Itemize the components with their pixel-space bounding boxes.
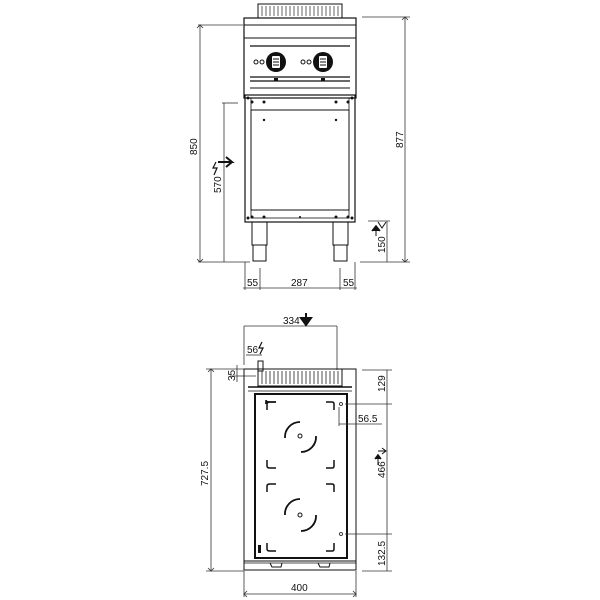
dim-text-132-5: 132.5 [377, 541, 388, 566]
top-grille [257, 368, 343, 387]
dim-text-56-5: 56.5 [358, 414, 378, 425]
dimension-850: 850 [189, 24, 250, 263]
front-view: 850 570 877 150 [189, 3, 410, 290]
dim-text-877: 877 [395, 131, 406, 148]
dim-text-570: 570 [213, 176, 224, 193]
dim-text-56: 56 [247, 345, 259, 356]
dimension-400: 400 [243, 571, 357, 598]
dimension-leg-spacing: 55 287 55 [243, 262, 357, 290]
cooking-zone-front [266, 483, 335, 552]
ceramic-glass-top [254, 393, 348, 559]
open-stand-frame [244, 94, 356, 223]
dimension-466: 466 [345, 404, 392, 535]
dim-text-727-5: 727.5 [200, 461, 211, 486]
top-view: 334 56 35 [200, 313, 392, 598]
legs [251, 221, 349, 262]
dimension-129: 129 [345, 369, 392, 405]
dim-text-55-left: 55 [247, 278, 259, 289]
knob-right [300, 52, 333, 81]
arrow-right-icon [218, 156, 235, 168]
dim-text-850: 850 [189, 138, 200, 155]
dimension-35: 35 [227, 365, 256, 382]
dimension-877: 877 [360, 16, 410, 263]
dimension-150: 150 [368, 220, 390, 262]
dimension-56: 56 [246, 341, 264, 372]
dim-text-129: 129 [377, 375, 388, 392]
dim-text-35: 35 [227, 369, 238, 381]
dim-text-55-right: 55 [343, 278, 355, 289]
dim-text-466: 466 [377, 461, 388, 478]
arrow-down-icon [299, 313, 313, 327]
indicator-light [258, 545, 261, 553]
dim-text-334: 334 [283, 316, 300, 327]
knob-left [253, 52, 286, 81]
dimension-334: 334 [243, 313, 338, 370]
dim-text-150: 150 [377, 236, 388, 253]
arrow-right-icon [378, 447, 387, 455]
rear-grille [257, 3, 343, 19]
dimension-132-5: 132.5 [362, 534, 392, 572]
dimension-56-5: 56.5 [338, 407, 382, 426]
top-outer-body [243, 368, 357, 571]
dimension-570: 570 [212, 102, 238, 262]
cooking-zone-rear [265, 399, 335, 469]
lightning-bolt-icon [212, 161, 218, 176]
electrical-inlet [257, 360, 264, 372]
arrow-down-icon [377, 221, 387, 229]
control-panel-body [243, 17, 357, 99]
dim-text-287: 287 [291, 278, 308, 289]
dimension-727-5: 727.5 [200, 368, 244, 572]
dim-text-400: 400 [291, 583, 308, 594]
lightning-bolt-icon [258, 341, 264, 355]
